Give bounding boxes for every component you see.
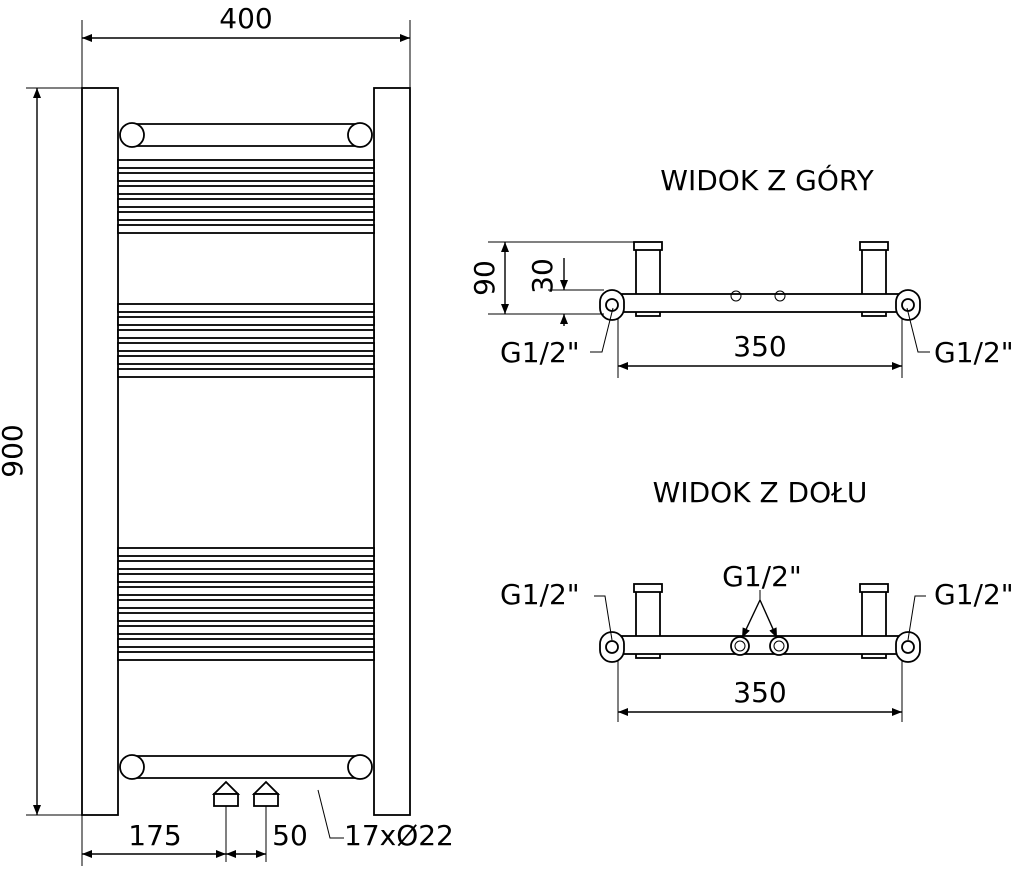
horizontal-tube (117, 224, 375, 234)
top-width-label: 350 (733, 330, 786, 363)
horizontal-tube (117, 211, 375, 221)
bottom-thread-center-label: G1/2" (722, 560, 802, 593)
top-view-collector (621, 293, 901, 313)
horizontal-tube (117, 355, 375, 365)
left-connection (211, 780, 241, 862)
horizontal-tube (117, 625, 375, 635)
top-thread-left-label: G1/2" (500, 336, 580, 369)
horizontal-tube (117, 342, 375, 352)
horizontal-tube (117, 329, 375, 339)
top-left-cap (119, 122, 145, 148)
right-connection (251, 780, 281, 862)
tubes-callout-label: 17xØ22 (344, 819, 454, 852)
horizontal-tube (117, 573, 375, 583)
bottom-width-label: 350 (733, 676, 786, 709)
top-right-cap (347, 122, 373, 148)
bottom-thread-right-label: G1/2" (934, 578, 1014, 611)
top-view: WIDOK Z GÓRY 90 30 350 G1/2" G1/2" (468, 163, 1014, 378)
bottom-thread-left-label: G1/2" (500, 578, 580, 611)
bottom-view: WIDOK Z DOŁU G1/2" G1/2" G1/2" 350 (500, 476, 1014, 722)
width-dimension-label: 400 (219, 2, 272, 35)
bottom-view-title: WIDOK Z DOŁU (653, 476, 868, 509)
top-offset-label: 30 (526, 258, 559, 294)
horizontal-tube (117, 638, 375, 648)
bottom-left-cap (119, 754, 145, 780)
horizontal-tube (117, 599, 375, 609)
horizontal-tube (117, 612, 375, 622)
bottom-collector (123, 755, 369, 779)
horizontal-tube (117, 560, 375, 570)
bottom-view-collector (621, 635, 901, 655)
horizontal-tube (117, 547, 375, 557)
offset-dimension-label: 175 (128, 819, 181, 852)
horizontal-tube (117, 172, 375, 182)
right-rail (373, 87, 411, 816)
horizontal-tube (117, 198, 375, 208)
top-thread-right-label: G1/2" (934, 336, 1014, 369)
top-collector (123, 123, 369, 147)
horizontal-tube (117, 368, 375, 378)
bottom-right-cap (347, 754, 373, 780)
horizontal-tube (117, 185, 375, 195)
tube-group (117, 159, 375, 661)
spacing-dimension-label: 50 (272, 819, 308, 852)
front-view: 400 900 175 50 17xØ22 (0, 2, 454, 866)
horizontal-tube (117, 159, 375, 169)
horizontal-tube (117, 316, 375, 326)
height-dimension-label: 900 (0, 424, 29, 477)
top-depth-label: 90 (468, 260, 501, 296)
horizontal-tube (117, 303, 375, 313)
left-rail (81, 87, 119, 816)
bottom-inlet-left (730, 636, 750, 656)
bottom-inlet-right (769, 636, 789, 656)
top-view-title: WIDOK Z GÓRY (660, 163, 874, 197)
horizontal-tube (117, 586, 375, 596)
horizontal-tube (117, 651, 375, 661)
